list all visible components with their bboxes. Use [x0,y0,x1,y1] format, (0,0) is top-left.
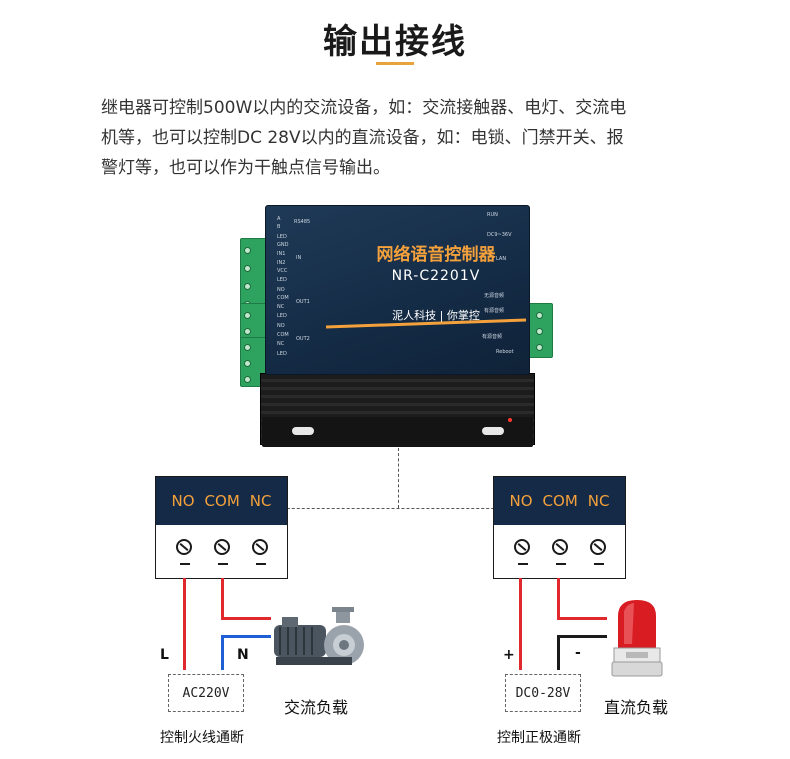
screw-terminal-icon [252,539,268,555]
label-audio-out: 有源音频 [482,334,503,340]
wire-live-no [183,578,186,670]
screw-terminal-icon [590,539,606,555]
label-power: DC9~36V [487,232,512,238]
ac-load-label: 交流负载 [284,698,349,717]
device-front-panel: 网络语音控制器 NR-C2201V 泥人科技 | 你掌控 A RS485 B L… [265,205,530,375]
description-line-2: 机等，也可以控制DC 28V以内的直流设备，如：电锁、门禁开关、报 [101,128,624,148]
wire-label-minus: - [575,645,581,661]
title-underline [376,62,414,65]
screw-terminal-icon [176,539,192,555]
label-lan: LAN [496,256,507,262]
label-nc-2: NC [277,341,285,347]
label-led-2: LED [277,277,287,283]
wire-live-com-right [221,617,271,620]
label-com-2: COM [277,332,289,338]
wire-label-l: L [160,647,169,663]
device-name: 网络语音控制器 [376,245,496,265]
device-brand: 泥人科技 | 你掌控 [392,309,480,322]
label-no-2: NO [277,323,285,329]
label-out2: OUT2 [296,336,310,342]
screw-terminal-icon [552,539,568,555]
label-no-1: NO [277,287,285,293]
wire-positive-com-down [557,578,560,620]
controller-device: 网络语音控制器 NR-C2201V 泥人科技 | 你掌控 A RS485 B L… [240,205,560,450]
relay-header-left: NO COM NC [156,477,287,525]
dc-load-label: 直流负载 [604,698,669,717]
wire-positive-com-right [557,617,607,620]
description: 继电器可控制500W以内的交流设备，如：交流接触器、电灯、交流电 机等，也可以控… [101,93,701,183]
wire-negative-right [557,635,607,638]
relay-header-right: NO COM NC [494,477,625,525]
label-vcc: VCC [277,268,288,274]
label-led-4: LED [277,351,287,357]
label-led-1: LED [277,234,287,240]
wire-positive-no [519,578,522,670]
dc-source-box: DC0-28V [505,674,581,712]
wire-live-com-down [221,578,224,620]
wire-neutral-right [221,635,271,638]
label-speaker-passive: 无源音频 [484,293,505,299]
ac-source-box: AC220V [168,674,244,712]
link-line-vertical [398,448,399,508]
terminal-label-no: NO [509,492,533,510]
link-line-horizontal [222,508,559,509]
label-run: RUN [487,212,498,218]
device-mounting-foot [262,417,533,447]
wire-negative-up [557,635,560,670]
relay-terminal-left: NO COM NC [155,476,288,579]
right-caption: 控制正极通断 [497,730,581,746]
terminal-block-left-2 [240,303,267,343]
wire-neutral-up [221,635,224,670]
label-in1: IN1 [277,251,286,257]
wire-label-plus: + [503,647,515,663]
left-caption: 控制火线通断 [160,730,244,746]
terminal-label-nc: NC [249,492,272,510]
run-led-icon [508,418,512,422]
label-led-3: LED [277,313,287,319]
screw-terminal-icon [514,539,530,555]
label-in2: IN2 [277,260,286,266]
terminal-label-no: NO [171,492,195,510]
label-in: IN [296,255,302,261]
label-rs485: RS485 [294,219,311,225]
label-gnd: GND [277,242,289,248]
label-out1: OUT1 [296,299,310,305]
terminal-label-com: COM [204,492,240,510]
terminal-label-nc: NC [587,492,610,510]
water-pump-icon [274,607,364,665]
description-line-1: 继电器可控制500W以内的交流设备，如：交流接触器、电灯、交流电 [101,98,627,118]
device-model: NR-C2201V [391,268,481,284]
wire-label-n: N [237,647,249,663]
alarm-beacon-icon [611,600,663,677]
label-speaker-active: 有源音频 [484,308,505,314]
label-a: A [277,216,281,222]
page-title: 输出接线 [323,22,467,62]
screw-terminal-icon [214,539,230,555]
relay-terminal-right: NO COM NC [493,476,626,579]
label-b: B [277,224,281,230]
label-nc-1: NC [277,304,285,310]
label-reboot: Reboot [496,349,514,355]
terminal-label-com: COM [542,492,578,510]
description-line-3: 警灯等，也可以作为干触点信号输出。 [101,158,390,178]
label-com-1: COM [277,295,289,301]
